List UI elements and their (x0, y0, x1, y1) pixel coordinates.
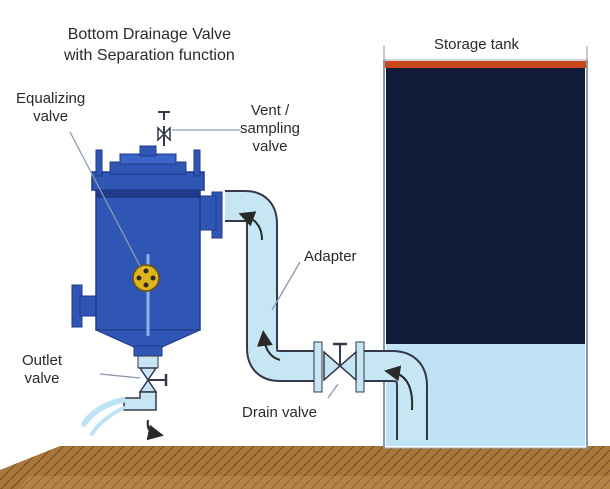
label-outlet-valve: Outlet valve (22, 352, 62, 388)
pipe-flange (355, 341, 365, 393)
label-outlet-line-2: valve (24, 370, 60, 387)
vent-valve-icon (157, 111, 171, 146)
tank-lid (384, 61, 587, 68)
pipe-flange (313, 341, 323, 393)
label-vent-line-3: valve (252, 138, 288, 155)
label-equalizing-line-1: Equalizing (16, 90, 86, 107)
separator-vessel (71, 145, 217, 357)
diagram-title: Bottom Drainage Valve with Separation fu… (64, 24, 235, 66)
title-line-2: with Separation function (64, 47, 235, 64)
equalizing-valve-icon (132, 264, 160, 292)
leader-lines (69, 129, 339, 399)
label-adapter: Adapter (304, 248, 357, 265)
drain-valve-icon (323, 342, 357, 382)
outlet-valve-icon (81, 355, 168, 436)
curved-arrow-icon (146, 211, 414, 441)
ground (0, 446, 610, 489)
label-vent-line-1: Vent / (250, 102, 290, 119)
label-drain-valve: Drain valve (242, 404, 318, 421)
label-outlet-line-1: Outlet (22, 352, 63, 369)
label-vent-line-2: sampling (240, 120, 301, 137)
label-equalizing-valve: Equalizing valve (16, 90, 85, 126)
title-line-1: Bottom Drainage Valve (67, 26, 232, 43)
label-storage-tank: Storage tank (434, 36, 520, 53)
label-vent-sampling-valve: Vent / sampling valve (240, 102, 300, 156)
pipe-system (211, 190, 428, 440)
label-equalizing-line-2: valve (33, 108, 69, 125)
